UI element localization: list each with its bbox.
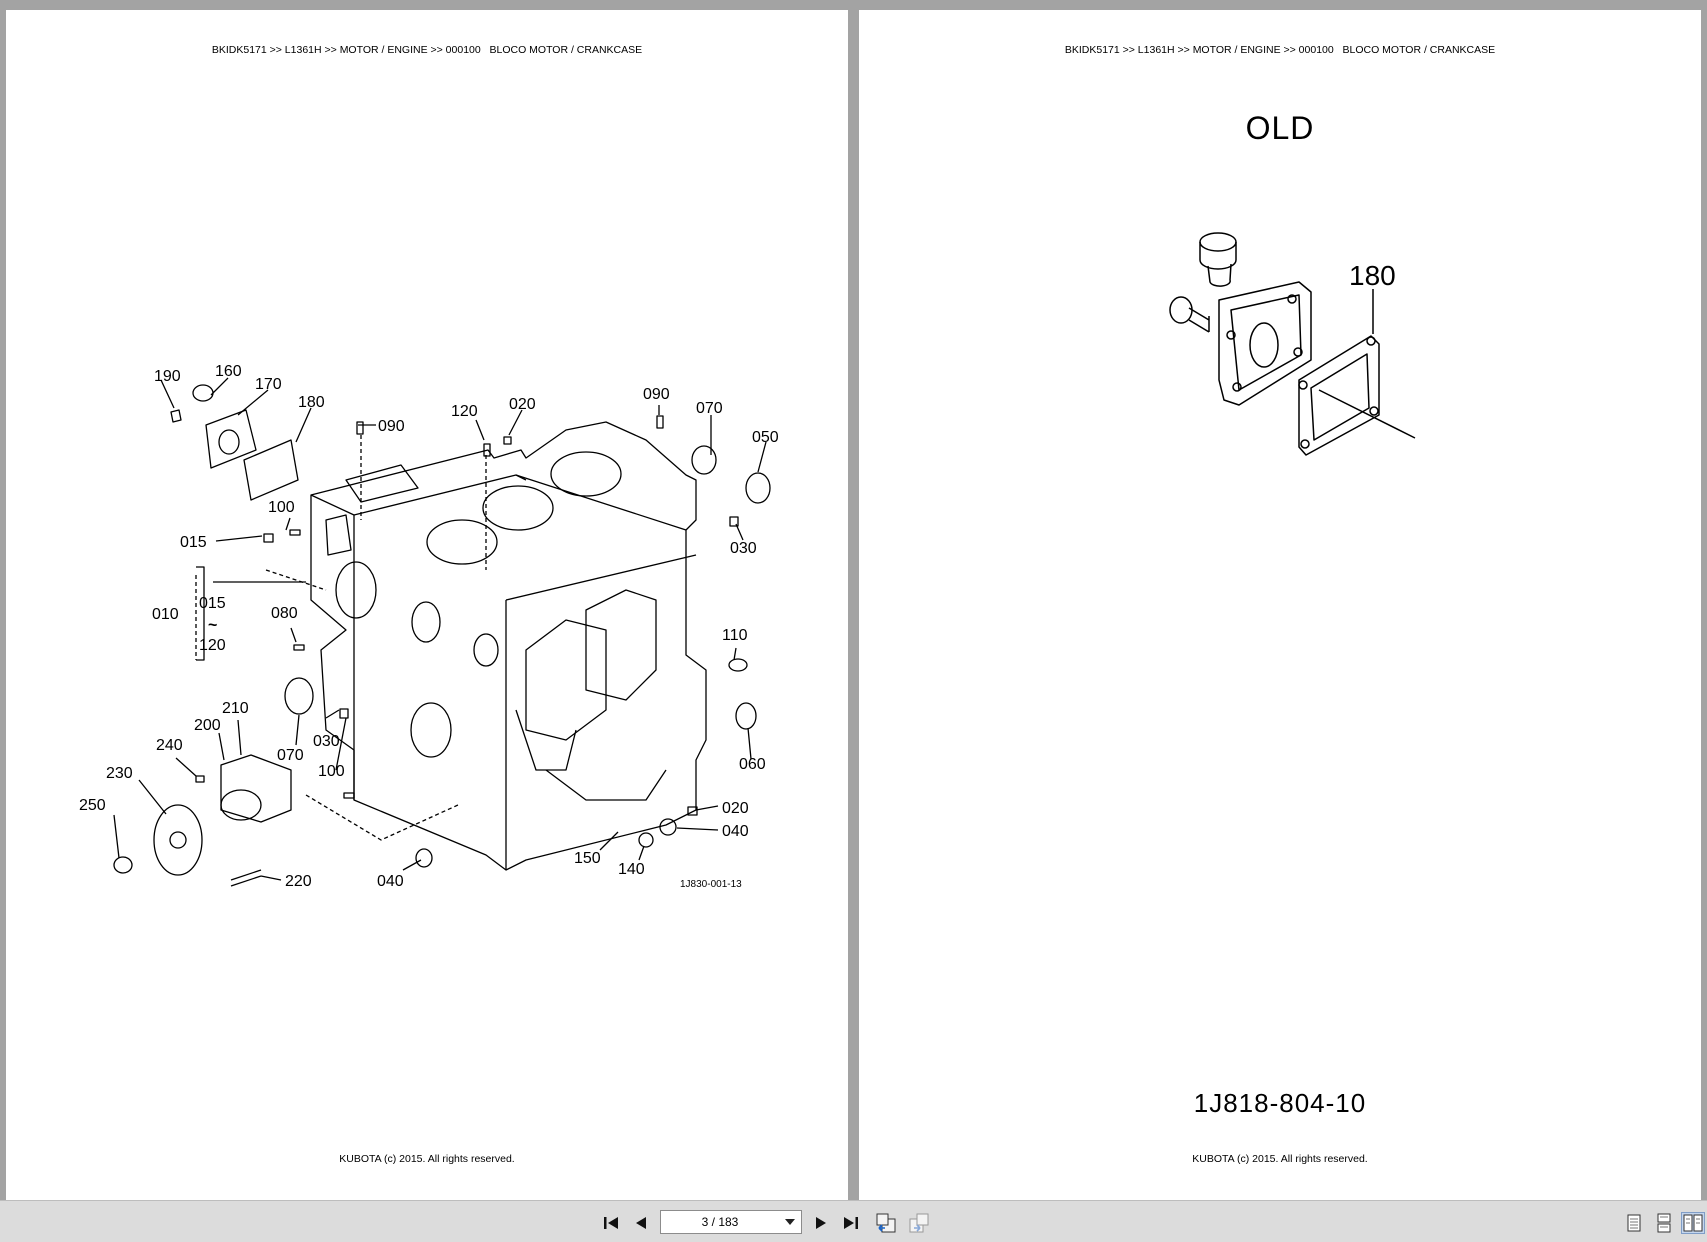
previous-page-button[interactable] — [629, 1212, 653, 1234]
callout-140: 140 — [618, 861, 645, 878]
forward-view-button[interactable] — [907, 1212, 931, 1234]
callout-220: 220 — [285, 873, 312, 890]
single-page-view-button[interactable] — [1622, 1212, 1646, 1234]
callout-180: 180 — [298, 394, 325, 411]
back-view-button[interactable] — [874, 1212, 898, 1234]
forward-view-icon — [909, 1213, 929, 1233]
callout-120: 120 — [451, 403, 478, 420]
callout-010: 010 — [152, 606, 179, 623]
single-page-icon — [1627, 1214, 1641, 1232]
page-header: BKIDK5171 >> L1361H >> MOTOR / ENGINE >>… — [211, 44, 643, 56]
callout-060: 060 — [739, 756, 766, 773]
svg-text:~: ~ — [208, 617, 217, 634]
right-document-page: BKIDK5171 >> L1361H >> MOTOR / ENGINE >>… — [859, 10, 1701, 1200]
old-part-diagram: 180 — [1169, 232, 1416, 456]
callout-180: 180 — [1349, 260, 1396, 291]
first-page-button[interactable] — [599, 1212, 623, 1234]
page-footer: KUBOTA (c) 2015. All rights reserved. — [1192, 1153, 1368, 1165]
continuous-page-icon — [1657, 1213, 1671, 1233]
callout-030a: 030 — [730, 540, 757, 557]
next-page-button[interactable] — [809, 1212, 833, 1234]
part-number: 1J818-804-10 — [1193, 1088, 1367, 1118]
chevron-down-icon — [785, 1219, 795, 1225]
callout-100a: 100 — [268, 499, 295, 516]
callout-080: 080 — [271, 605, 298, 622]
crankcase-exploded-diagram: 190 160 170 180 090 120 020 090 070 050 … — [79, 363, 779, 890]
drawing-code: 1J830-001-13 — [680, 879, 742, 890]
two-page-view-button[interactable] — [1681, 1212, 1705, 1234]
back-view-icon — [876, 1213, 896, 1233]
old-label: OLD — [1245, 110, 1315, 146]
callout-240: 240 — [156, 737, 183, 754]
callout-250: 250 — [79, 797, 106, 814]
previous-page-icon — [636, 1217, 646, 1229]
callout-160: 160 — [215, 363, 242, 380]
page-footer: KUBOTA (c) 2015. All rights reserved. — [339, 1153, 515, 1165]
callout-050: 050 — [752, 429, 779, 446]
callout-170: 170 — [255, 376, 282, 393]
page-number-field[interactable] — [660, 1210, 802, 1234]
page-dropdown-button[interactable] — [779, 1211, 801, 1233]
callout-040a: 040 — [722, 823, 749, 840]
callout-090b: 090 — [643, 386, 670, 403]
callout-150: 150 — [574, 850, 601, 867]
callout-120b: 120 — [199, 637, 226, 654]
callout-090a: 090 — [378, 418, 405, 435]
callout-100b: 100 — [318, 763, 345, 780]
callout-110: 110 — [722, 627, 748, 644]
callout-200: 200 — [194, 717, 221, 734]
two-page-icon — [1683, 1214, 1703, 1232]
callout-030b: 030 — [313, 733, 340, 750]
first-page-icon — [604, 1217, 618, 1229]
callout-040b: 040 — [377, 873, 404, 890]
callout-015a: 015 — [180, 534, 207, 551]
callout-020b: 020 — [722, 800, 749, 817]
left-document-page: BKIDK5171 >> L1361H >> MOTOR / ENGINE >>… — [6, 10, 848, 1200]
next-page-icon — [816, 1217, 826, 1229]
callout-190: 190 — [154, 368, 181, 385]
page-header: BKIDK5171 >> L1361H >> MOTOR / ENGINE >>… — [1064, 44, 1496, 56]
callout-230: 230 — [106, 765, 133, 782]
callout-015b: 015 — [199, 595, 226, 612]
last-page-icon — [844, 1217, 858, 1229]
viewer-toolbar — [0, 1200, 1707, 1242]
callout-210: 210 — [222, 700, 249, 717]
continuous-page-view-button[interactable] — [1652, 1212, 1676, 1234]
callout-070a: 070 — [696, 400, 723, 417]
callout-070b: 070 — [277, 747, 304, 764]
last-page-button[interactable] — [839, 1212, 863, 1234]
callout-020a: 020 — [509, 396, 536, 413]
page-number-input[interactable] — [661, 1215, 779, 1229]
